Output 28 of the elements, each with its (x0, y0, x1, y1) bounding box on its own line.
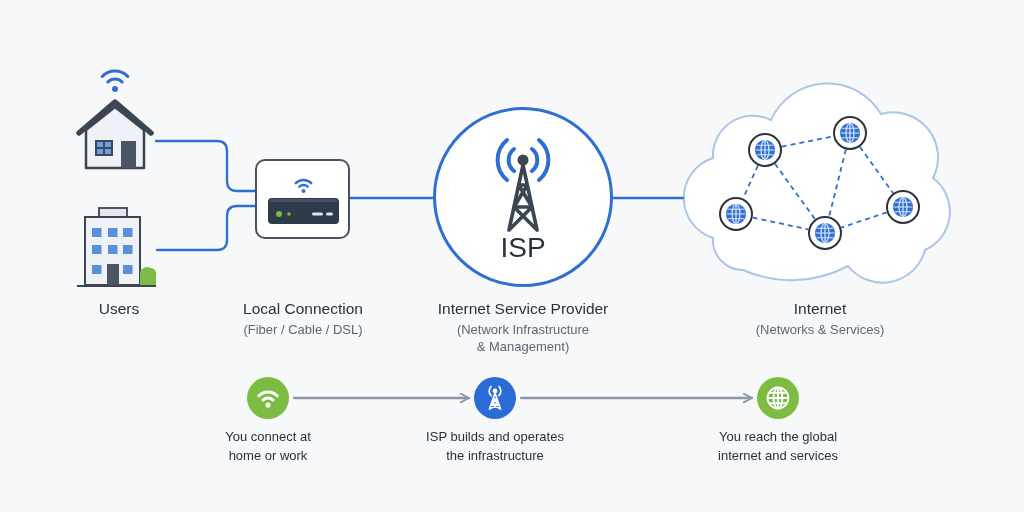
step-caption: ISP builds and operates the infrastructure (425, 428, 565, 465)
connection-line (611, 196, 685, 200)
column-subtitle: (Networks & Services) (755, 321, 885, 338)
connection-line (155, 204, 257, 252)
step-caption: You connect at home or work (224, 428, 312, 465)
connection-line (154, 139, 257, 193)
column-title: Internet Service Provider (437, 299, 609, 319)
house-icon (76, 66, 156, 170)
arrow (292, 392, 471, 404)
column-subtitle: (Network Infrastructure & Management) (455, 321, 591, 355)
wifi-icon (247, 377, 289, 419)
dashed-line (751, 216, 810, 231)
dashed-line (828, 148, 847, 218)
tower-icon (474, 377, 516, 419)
office-building-icon (76, 206, 157, 288)
dashed-line (840, 211, 888, 229)
dashed-line (774, 162, 816, 221)
node-label: ISP (500, 232, 546, 264)
router-card (255, 159, 350, 239)
globe-icon (757, 377, 799, 419)
column-subtitle: (Fiber / Cable / DSL) (243, 321, 363, 338)
connection-line (348, 196, 435, 200)
dashed-line (859, 145, 894, 195)
arrow (519, 392, 754, 404)
step-caption: You reach the global internet and services (717, 428, 839, 465)
column-title: Internet (793, 299, 847, 319)
column-title: Local Connection (243, 299, 363, 319)
column-title: Users (98, 299, 140, 319)
